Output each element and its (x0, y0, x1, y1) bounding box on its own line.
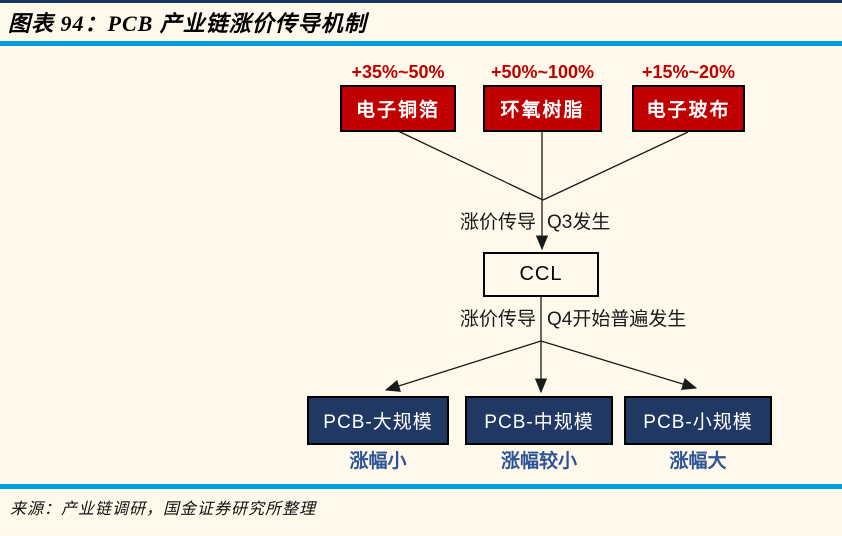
connector-junction-to-pcb-large (384, 340, 542, 392)
node-copper-foil: 电子铜箔 (340, 85, 456, 132)
node-glass-cloth: 电子玻布 (632, 85, 745, 132)
footer-divider-line (0, 484, 842, 489)
note-pcb-small: 涨幅大 (669, 451, 727, 472)
connector-junction-to-pcb-small (540, 340, 698, 390)
increase-label-copper-foil: +35%~50% (351, 62, 445, 82)
node-pcb-small: PCB-小规模 (624, 396, 772, 445)
note-pcb-large: 涨幅小 (349, 451, 407, 472)
header-divider-line (0, 41, 842, 46)
connector-copper-to-junction (397, 130, 544, 201)
top-border-line (0, 0, 842, 3)
transmission-q3-label-left: 涨价传导 (459, 212, 536, 233)
increase-label-epoxy-resin: +50%~100% (490, 62, 595, 82)
node-epoxy-resin: 环氧树脂 (483, 85, 602, 132)
connector-glass-to-junction (542, 131, 689, 201)
note-pcb-medium: 涨幅较小 (500, 451, 577, 472)
node-pcb-large: PCB-大规模 (307, 396, 449, 445)
figure-title: 图表 94：PCB 产业链涨价传导机制 (8, 11, 367, 36)
node-pcb-medium: PCB-中规模 (465, 396, 613, 445)
transmission-q4-label-right: Q4开始普遍发生 (547, 309, 687, 330)
source-note: 来源：产业链调研，国金证券研究所整理 (10, 501, 317, 518)
transmission-q3-label-right: Q3发生 (547, 212, 611, 233)
node-ccl: CCL (483, 252, 599, 297)
increase-label-glass-cloth: +15%~20% (641, 62, 736, 82)
transmission-q4-label-left: 涨价传导 (459, 309, 536, 330)
